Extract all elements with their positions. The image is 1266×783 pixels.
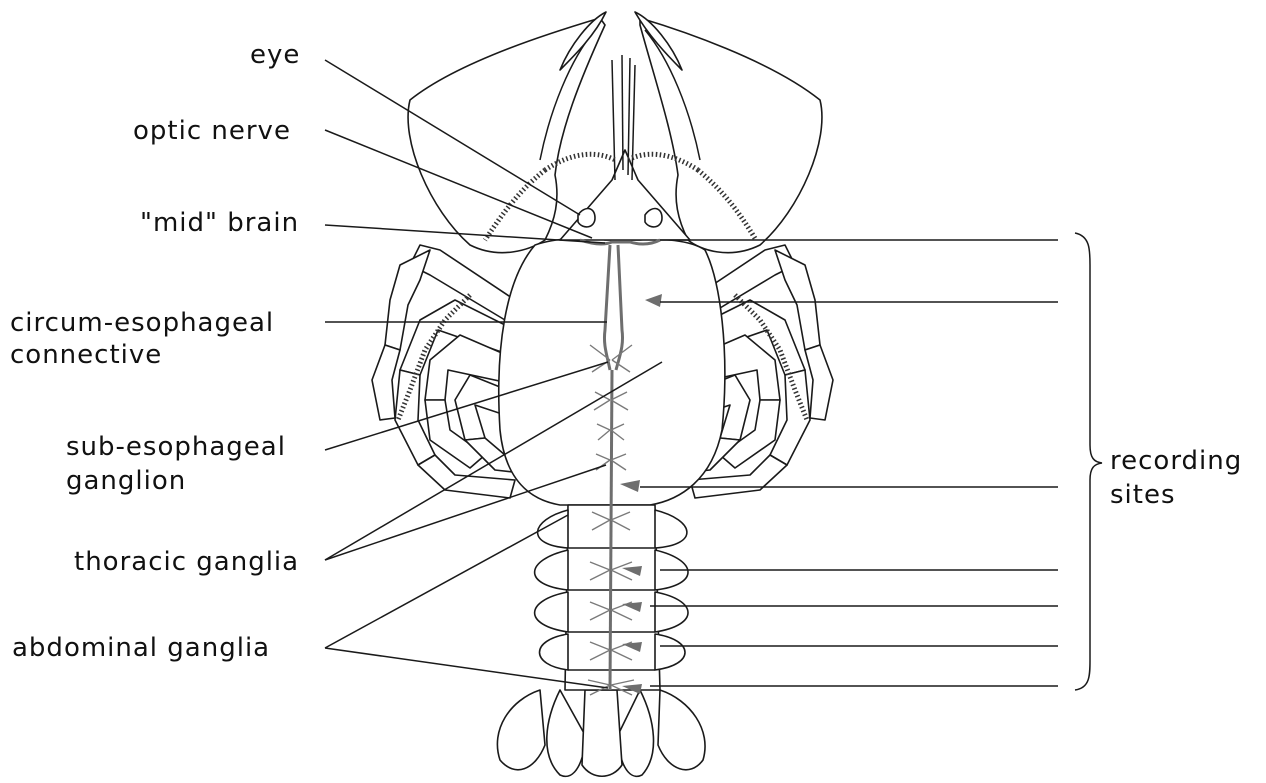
label-abdominal-ganglia: abdominal ganglia [12,633,270,663]
label-sub-esophageal: sub-esophageal [66,432,286,462]
label-connective: connective [10,340,162,370]
recording-sites-brace [1075,233,1102,690]
label-ganglion: ganglion [66,466,186,496]
label-thoracic-ganglia: thoracic ganglia [74,547,299,577]
label-circum-esophageal: circum-esophageal [10,308,274,338]
label-sites: sites [1110,480,1176,510]
label-optic-nerve: optic nerve [133,116,291,146]
label-mid-brain: "mid" brain [140,208,299,238]
tail-fan [497,690,705,776]
label-eye: eye [250,40,300,70]
label-recording: recording [1110,446,1242,476]
